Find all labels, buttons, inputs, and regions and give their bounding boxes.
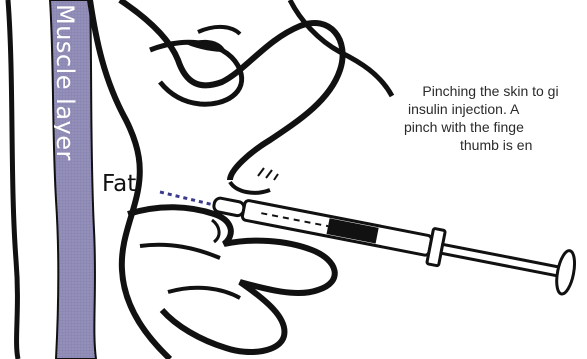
needle-path [160,192,214,205]
caption-line-4: thumb is en [460,136,587,154]
muscle-layer-text: Muscle layer [54,4,78,161]
muscle-layer-label: Muscle layer [54,4,80,264]
caption-line-3: pinch with the finge [404,118,587,136]
caption-text: Pinching the skin to gi insulin injectio… [394,82,587,154]
skin-edge [8,0,18,359]
knuckle-line [198,27,240,34]
caption-line-1: Pinching the skin to gi [394,82,587,100]
thumb-outline [150,42,242,104]
fat-label: Fat [102,171,136,197]
caption-line-2: insulin injection. A [408,100,587,118]
